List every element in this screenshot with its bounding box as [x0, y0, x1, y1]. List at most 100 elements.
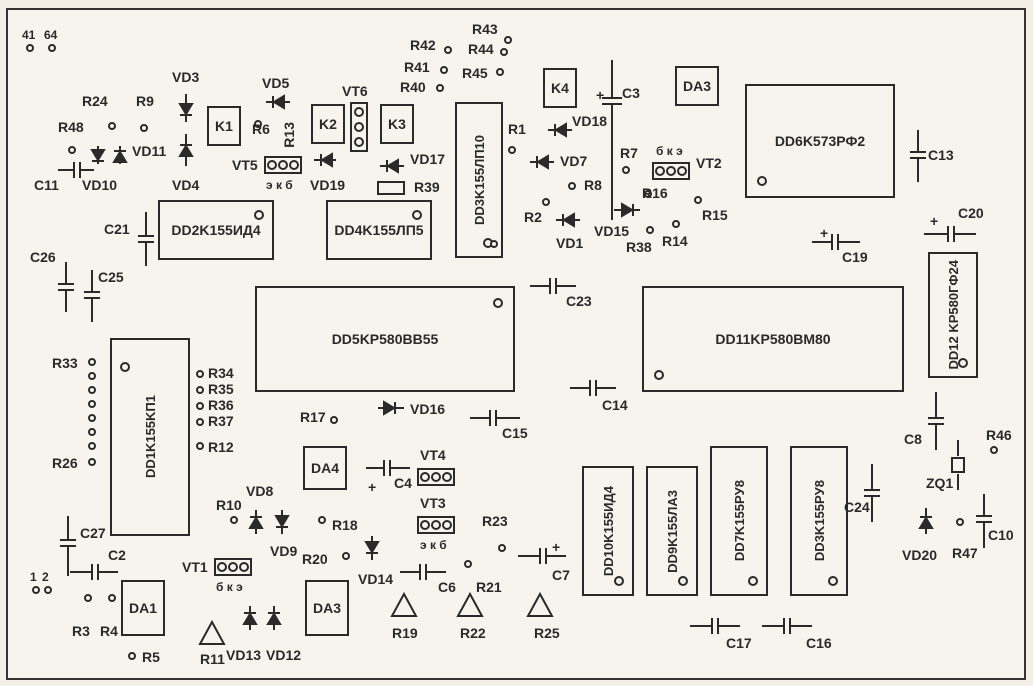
pad	[500, 48, 508, 56]
pin1-marker	[828, 576, 838, 586]
label: R4	[100, 623, 118, 639]
pin1-marker	[254, 210, 264, 220]
label: 1	[30, 570, 37, 584]
chip-dd5: DD5KP580BB55	[255, 286, 515, 392]
label: R47	[952, 545, 978, 561]
diode-vd4	[178, 134, 194, 166]
regulator-da1: DA1	[121, 580, 165, 636]
pad	[330, 416, 338, 424]
label: C25	[98, 269, 124, 285]
regulator-da3-top: DA3	[675, 66, 719, 106]
label: R15	[702, 207, 728, 223]
label: VD19	[310, 177, 346, 193]
pad	[128, 652, 136, 660]
transistor-vt3-ref: VT3	[420, 495, 446, 511]
triangle-r22	[456, 591, 484, 617]
capacitor-c20	[924, 226, 976, 242]
pad	[196, 402, 204, 410]
label: R42	[410, 37, 436, 53]
label: R44	[468, 41, 494, 57]
transistor-vt2-ref: VT2	[696, 155, 722, 171]
label: 2	[42, 570, 49, 584]
label: R25	[534, 625, 560, 641]
label: VD1	[556, 235, 584, 251]
pad	[568, 182, 576, 190]
transistor-vt1-pins: б к э	[216, 580, 243, 594]
chip-dd12: DD12 KP580ГФ24	[928, 252, 978, 378]
label: R9	[136, 93, 154, 109]
capacitor-c27	[60, 516, 76, 576]
diode-vd16	[378, 400, 404, 416]
label: R3	[72, 623, 90, 639]
capacitor-c24	[864, 464, 880, 522]
pad	[88, 428, 96, 436]
diode-vd15	[614, 202, 640, 218]
capacitor-c17	[690, 618, 740, 634]
label: R12	[208, 439, 234, 455]
crystal-zq1	[951, 440, 965, 490]
pad	[196, 442, 204, 450]
label: C19	[842, 249, 868, 265]
pad	[956, 518, 964, 526]
transistor-vt1-ref: VT1	[182, 559, 208, 575]
transistor-vt1	[214, 558, 252, 576]
pad	[88, 400, 96, 408]
label: C7	[552, 567, 570, 583]
label: C10	[988, 527, 1014, 543]
pad	[32, 586, 40, 594]
label: R17	[300, 409, 326, 425]
label: R43	[472, 21, 498, 37]
diode-vd20	[918, 508, 934, 534]
pad	[140, 124, 148, 132]
plus-mark: +	[552, 539, 561, 555]
plus-mark: +	[596, 87, 605, 103]
chip-dd2: DD2K155ИД4	[158, 200, 274, 260]
triangle-r25	[526, 591, 554, 617]
pad	[26, 44, 34, 52]
capacitor-c13	[910, 130, 926, 182]
label: VD16	[410, 401, 446, 417]
diode-vd7	[530, 154, 554, 170]
label: VD20	[902, 547, 938, 563]
diode-vd17	[380, 158, 404, 174]
pad	[646, 226, 654, 234]
label: C20	[958, 205, 984, 221]
pin1-marker	[757, 176, 767, 186]
plus-mark: +	[368, 479, 377, 495]
label: C17	[726, 635, 752, 651]
triangle-r11	[198, 619, 226, 645]
pad	[496, 68, 504, 76]
capacitor-c10	[976, 494, 992, 548]
transistor-vt2	[652, 162, 690, 180]
pad	[88, 358, 96, 366]
label: R1	[508, 121, 526, 137]
label: VD3	[172, 69, 200, 85]
label: R33	[52, 355, 78, 371]
pad	[990, 446, 998, 454]
relay-k2: K2	[311, 104, 345, 144]
label: R23	[482, 513, 508, 529]
transistor-vt2-pins: б к э	[656, 144, 683, 158]
capacitor-c26	[58, 262, 74, 312]
regulator-da4: DA4	[303, 446, 347, 490]
plus-mark: +	[820, 225, 829, 241]
pad	[436, 84, 444, 92]
label: R40	[400, 79, 426, 95]
label: R20	[302, 551, 328, 567]
capacitor-c4	[366, 460, 410, 476]
transistor-vt5-ref: VT5	[232, 157, 258, 173]
label: R2	[524, 209, 542, 225]
label: R37	[208, 413, 234, 429]
capacitor-c7	[518, 548, 566, 564]
label: 64	[44, 28, 58, 42]
transistor-vt4	[417, 468, 455, 486]
label: C15	[502, 425, 528, 441]
label: R18	[332, 517, 358, 533]
label: C3	[622, 85, 640, 101]
transistor-vt5-pins: э к б	[266, 178, 293, 192]
label: VD18	[572, 113, 608, 129]
label: VD5	[262, 75, 290, 91]
diode-vd10	[90, 146, 106, 164]
label: C23	[566, 293, 592, 309]
pin1-marker	[120, 362, 130, 372]
